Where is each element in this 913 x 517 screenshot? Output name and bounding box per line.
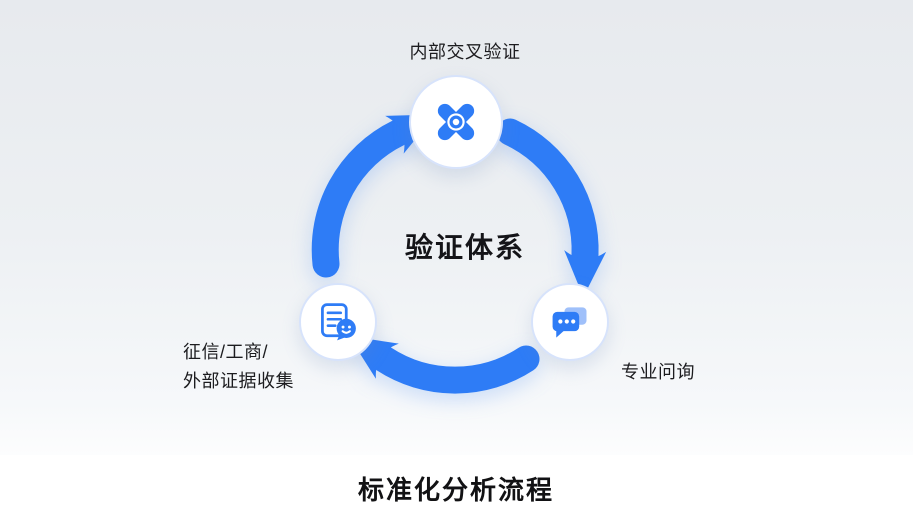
footer-band: [0, 455, 913, 517]
node-evidence-collection: [299, 283, 377, 361]
document-chat-icon: [321, 303, 356, 341]
arrow-top-to-right: [496, 118, 607, 297]
node-internal-cross-validation: [409, 75, 503, 169]
node-professional-inquiry: [531, 283, 609, 361]
cross-validation-icon: [437, 103, 475, 141]
center-title: 验证体系: [404, 232, 526, 263]
arrow-right-to-left: [348, 336, 540, 394]
footer-title: 标准化分析流程: [357, 475, 555, 505]
arrow-left-to-top: [311, 114, 436, 278]
node-label-evidence-collection: 征信/工商/ 外部证据收集: [183, 342, 294, 391]
chat-bubbles-icon: [552, 307, 587, 338]
node-label-internal-cross-validation: 内部交叉验证: [409, 42, 521, 62]
node-label-professional-inquiry: 专业问询: [621, 362, 695, 382]
